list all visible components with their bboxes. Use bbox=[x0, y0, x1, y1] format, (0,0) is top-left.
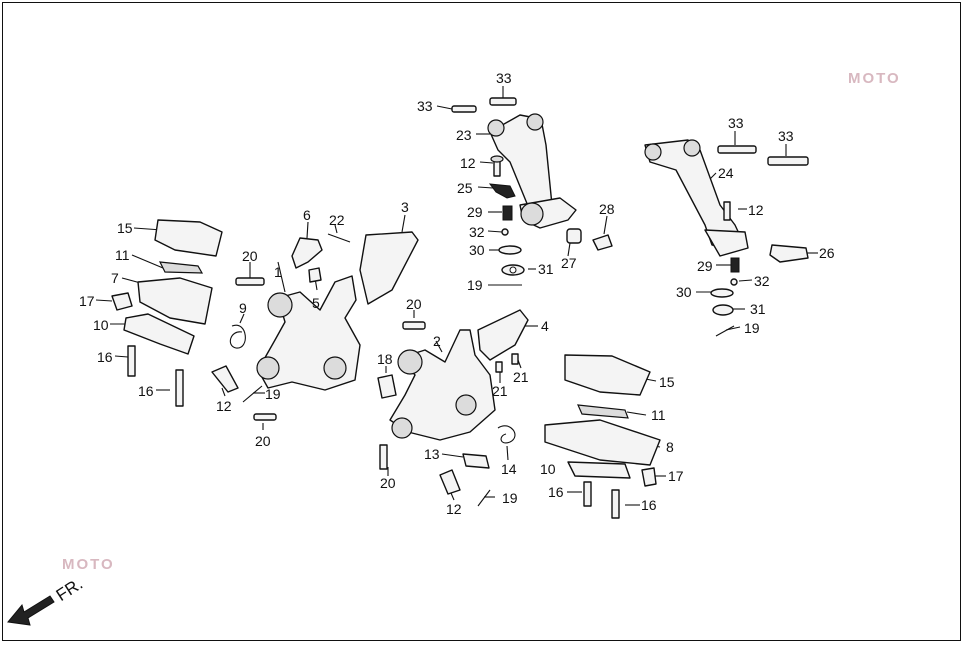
callout-6: 6 bbox=[303, 207, 311, 223]
callout-5: 5 bbox=[312, 295, 320, 311]
callout-17: 17 bbox=[79, 293, 95, 309]
callout-20: 20 bbox=[242, 248, 258, 264]
callout-33: 33 bbox=[496, 70, 512, 86]
callout-33: 33 bbox=[728, 115, 744, 131]
callout-12: 12 bbox=[216, 398, 232, 414]
callout-16: 16 bbox=[97, 349, 113, 365]
callout-4: 4 bbox=[541, 318, 549, 334]
callout-33: 33 bbox=[778, 128, 794, 144]
callout-20: 20 bbox=[380, 475, 396, 491]
watermark-top-right: MOTO bbox=[848, 70, 901, 87]
callout-15: 15 bbox=[117, 220, 133, 236]
callout-17: 17 bbox=[668, 468, 684, 484]
callout-25: 25 bbox=[457, 180, 473, 196]
callout-23: 23 bbox=[456, 127, 472, 143]
callout-3: 3 bbox=[401, 199, 409, 215]
callout-26: 26 bbox=[819, 245, 835, 261]
footrest-bracket-right bbox=[211, 231, 419, 421]
callout-29: 29 bbox=[697, 258, 713, 274]
callout-21: 21 bbox=[513, 369, 529, 385]
callout-22: 22 bbox=[329, 212, 345, 228]
rear-hanger-bracket-left bbox=[644, 139, 749, 257]
callout-13: 13 bbox=[424, 446, 440, 462]
callout-30: 30 bbox=[676, 284, 692, 300]
callout-8: 8 bbox=[666, 439, 674, 455]
callout-12: 12 bbox=[446, 501, 462, 517]
callout-10: 10 bbox=[93, 317, 109, 333]
callout-20: 20 bbox=[255, 433, 271, 449]
callout-20: 20 bbox=[406, 296, 422, 312]
callout-31: 31 bbox=[750, 301, 766, 317]
callout-24: 24 bbox=[718, 165, 734, 181]
callout-30: 30 bbox=[469, 242, 485, 258]
callout-33: 33 bbox=[417, 98, 433, 114]
callout-10: 10 bbox=[540, 461, 556, 477]
callout-27: 27 bbox=[561, 255, 577, 271]
callout-14: 14 bbox=[501, 461, 517, 477]
footpeg-right-assembly bbox=[544, 354, 661, 519]
callout-21: 21 bbox=[492, 383, 508, 399]
callout-15: 15 bbox=[659, 374, 675, 390]
footpeg-left-assembly bbox=[111, 219, 223, 407]
watermark-bottom-left: MOTO bbox=[62, 556, 115, 573]
callout-19: 19 bbox=[265, 386, 281, 402]
callout-28: 28 bbox=[599, 201, 615, 217]
callout-32: 32 bbox=[469, 224, 485, 240]
callout-16: 16 bbox=[548, 484, 564, 500]
callout-29: 29 bbox=[467, 204, 483, 220]
callout-19: 19 bbox=[467, 277, 483, 293]
leader-lines bbox=[95, 86, 818, 506]
callout-16: 16 bbox=[641, 497, 657, 513]
callout-32: 32 bbox=[754, 273, 770, 289]
callout-11: 11 bbox=[115, 247, 130, 263]
callout-12: 12 bbox=[460, 155, 476, 171]
callout-19: 19 bbox=[502, 490, 518, 506]
callout-18: 18 bbox=[377, 351, 393, 367]
front-direction-arrow bbox=[7, 595, 55, 626]
callout-19: 19 bbox=[744, 320, 760, 336]
callout-7: 7 bbox=[111, 270, 119, 286]
callout-2: 2 bbox=[433, 333, 441, 349]
callout-16: 16 bbox=[138, 383, 154, 399]
bolts-33 bbox=[451, 97, 809, 166]
callout-12: 12 bbox=[748, 202, 764, 218]
footrest-bracket-left bbox=[377, 309, 529, 507]
small-parts-upper bbox=[488, 155, 809, 337]
callout-9: 9 bbox=[239, 300, 247, 316]
rear-hanger-bracket-right bbox=[487, 113, 577, 229]
callout-11: 11 bbox=[651, 407, 666, 423]
callout-31: 31 bbox=[538, 261, 554, 277]
callout-1: 1 bbox=[274, 264, 282, 280]
